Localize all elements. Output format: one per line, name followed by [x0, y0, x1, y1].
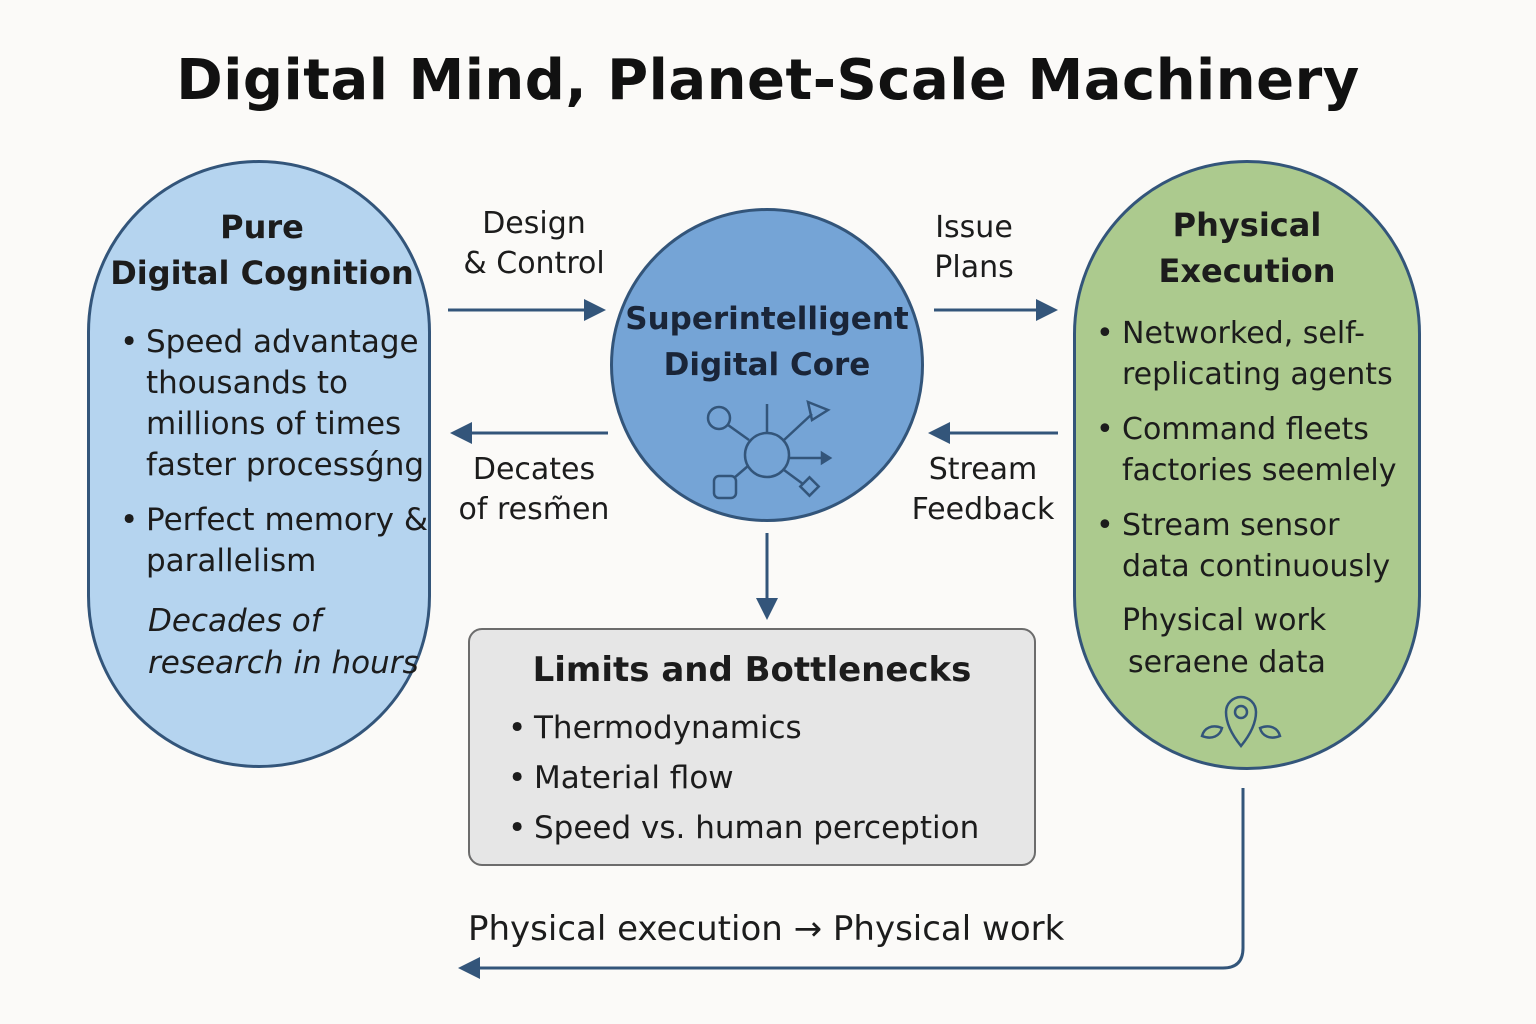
issue-plans-arrowhead	[1036, 299, 1058, 321]
page-title: Digital Mind, Planet-Scale Machinery	[176, 48, 1360, 113]
physical-execution-title-line1: Physical	[1172, 206, 1322, 244]
physical-execution-title-line2: Execution	[1158, 252, 1336, 290]
list-item: Stream sensor data continuously	[1096, 505, 1416, 587]
digital-cognition-list: Speed advantage thousands to millions of…	[120, 322, 430, 596]
design-control-label: Design & Control	[448, 204, 620, 284]
digital-cognition-note: Decades of research in hours	[148, 603, 419, 681]
digital-cognition-title: Pure Digital Cognition	[87, 204, 437, 296]
list-item: Speed advantage thousands to millions of…	[120, 322, 430, 486]
decates-arrowhead	[450, 422, 472, 444]
list-item: Material flow	[508, 758, 1018, 798]
issue-plans-label-line1: Issue	[935, 210, 1013, 245]
digital-core-title-line2: Digital Core	[663, 347, 871, 383]
list-item: Networked, self-replicating agents	[1096, 313, 1416, 395]
physical-execution-extra-line2: seraene data	[1128, 645, 1326, 680]
stream-feedback-label: Stream Feedback	[900, 450, 1066, 530]
list-item: Thermodynamics	[508, 708, 1018, 748]
stream-feedback-arrowhead	[928, 422, 950, 444]
physical-execution-title: Physical Execution	[1073, 202, 1421, 294]
list-item: Command fleets factories seemlely	[1096, 409, 1416, 491]
design-control-label-line2: & Control	[463, 246, 605, 281]
decates-label: Decates of resm̃en	[448, 450, 620, 530]
physical-execution-extra-line1: Physical work	[1122, 603, 1327, 638]
physical-execution-list: Networked, self-replicating agents Comma…	[1096, 313, 1416, 601]
decates-label-line2: of resm̃en	[458, 492, 610, 527]
limits-title: Limits and Bottlenecks	[532, 650, 972, 690]
digital-cognition-title-line1: Pure	[220, 208, 304, 246]
list-item: Perfect memory & parallelism	[120, 500, 430, 582]
issue-plans-label-line2: Plans	[934, 250, 1014, 285]
issue-plans-label: Issue Plans	[904, 208, 1044, 288]
bottom-flow-label: Physical execution → Physical work	[468, 909, 1065, 949]
design-control-label-line1: Design	[482, 206, 586, 241]
decates-label-line1: Decates	[472, 452, 596, 487]
list-item: Speed vs. human perception	[508, 808, 1018, 848]
stream-feedback-label-line1: Stream	[928, 452, 1038, 487]
bottom-loop-arrowhead	[458, 957, 480, 979]
design-control-arrowhead	[584, 299, 606, 321]
digital-cognition-title-line2: Digital Cognition	[110, 254, 414, 292]
core-limits-arrowhead	[756, 598, 778, 620]
digital-core-title: Superintelligent Digital Core	[610, 296, 924, 388]
limits-list: Thermodynamics Material flow Speed vs. h…	[508, 708, 1018, 858]
stream-feedback-label-line2: Feedback	[911, 492, 1055, 527]
digital-core-title-line1: Superintelligent	[625, 301, 909, 337]
physical-execution-extra: Physical work seraene data	[1122, 600, 1412, 684]
